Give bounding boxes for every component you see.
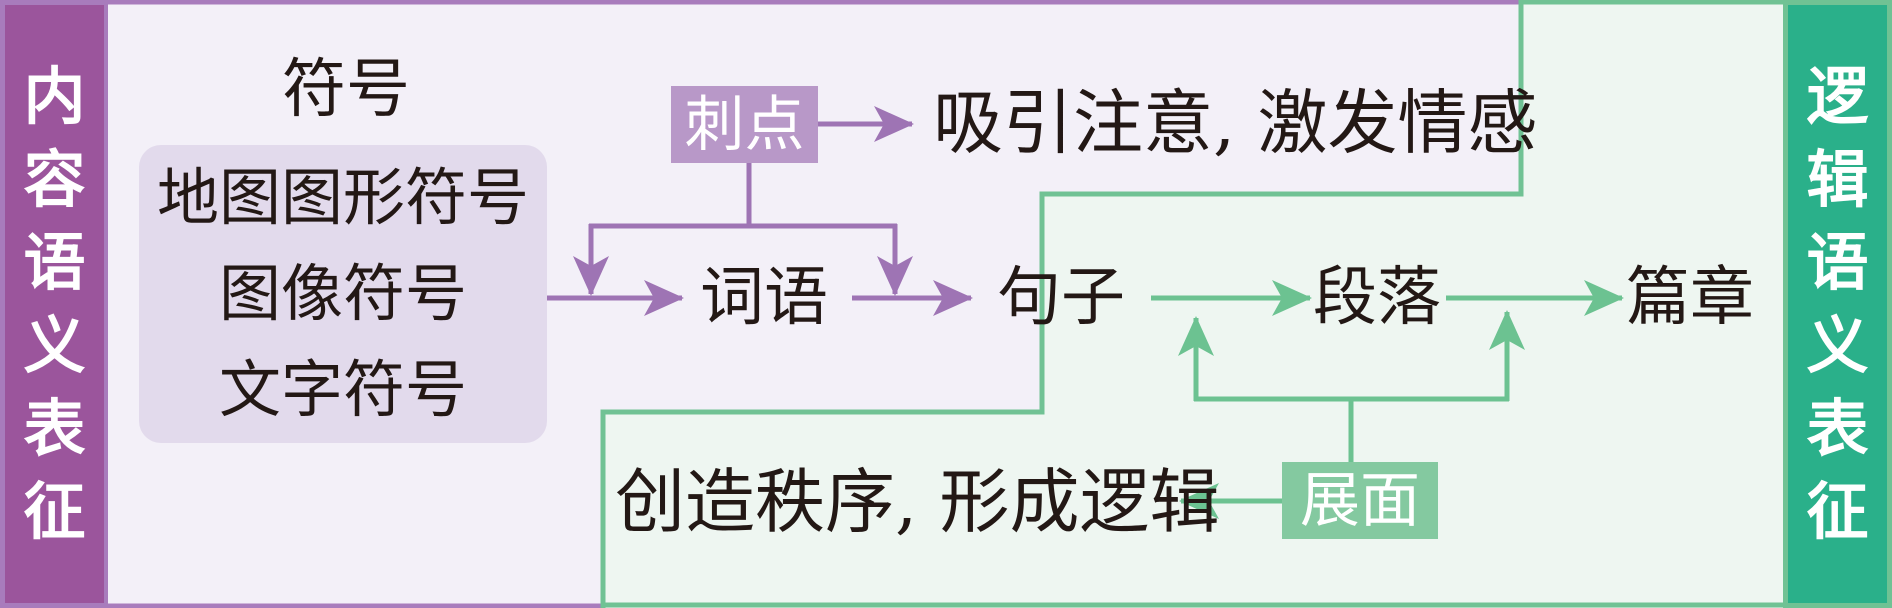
- expansion-tag: 展面: [1282, 462, 1438, 539]
- content-semantic-char: 表: [23, 392, 86, 465]
- stimulus-tag: 刺点: [671, 86, 818, 163]
- symbol-item-map: 地图图形符号: [156, 161, 529, 234]
- symbol-item-image: 图像符号: [218, 257, 467, 330]
- logic-region: [603, 0, 1892, 608]
- node-chapter: 篇章: [1626, 261, 1754, 335]
- logic-semantic-char: 征: [1806, 475, 1869, 548]
- content-semantic-char: 内: [23, 60, 86, 133]
- symbols-box: 地图图形符号 图像符号 文字符号: [139, 145, 547, 443]
- content-semantic-char: 义: [23, 309, 86, 382]
- content-semantic-char: 语: [23, 226, 86, 299]
- logic-semantic-char: 义: [1806, 309, 1869, 382]
- symbol-item-text: 文字符号: [218, 353, 467, 426]
- logic-semantic-char: 辑: [1806, 143, 1869, 216]
- expansion-effect: 创造秩序, 形成逻辑: [615, 461, 1220, 543]
- logic-semantic-char: 语: [1806, 226, 1869, 299]
- content-semantic-char: 征: [23, 475, 86, 548]
- stimulus-effect: 吸引注意, 激发情感: [933, 82, 1538, 164]
- stimulus-tag-label: 刺点: [684, 89, 805, 160]
- node-paragraph: 段落: [1313, 261, 1441, 335]
- content-semantic-bar: 内 容 语 义 表 征: [0, 0, 108, 608]
- logic-semantic-char: 逻: [1806, 60, 1869, 133]
- logic-semantic-char: 表: [1806, 392, 1869, 465]
- expansion-tag-label: 展面: [1300, 465, 1420, 536]
- node-sentence: 句子: [997, 261, 1125, 335]
- node-word: 词语: [700, 261, 828, 335]
- logic-semantic-bar: 逻 辑 语 义 表 征: [1783, 0, 1892, 608]
- content-semantic-char: 容: [23, 143, 86, 216]
- logic-region-step-line: [600, 0, 1524, 608]
- symbols-title: 符号: [282, 53, 410, 127]
